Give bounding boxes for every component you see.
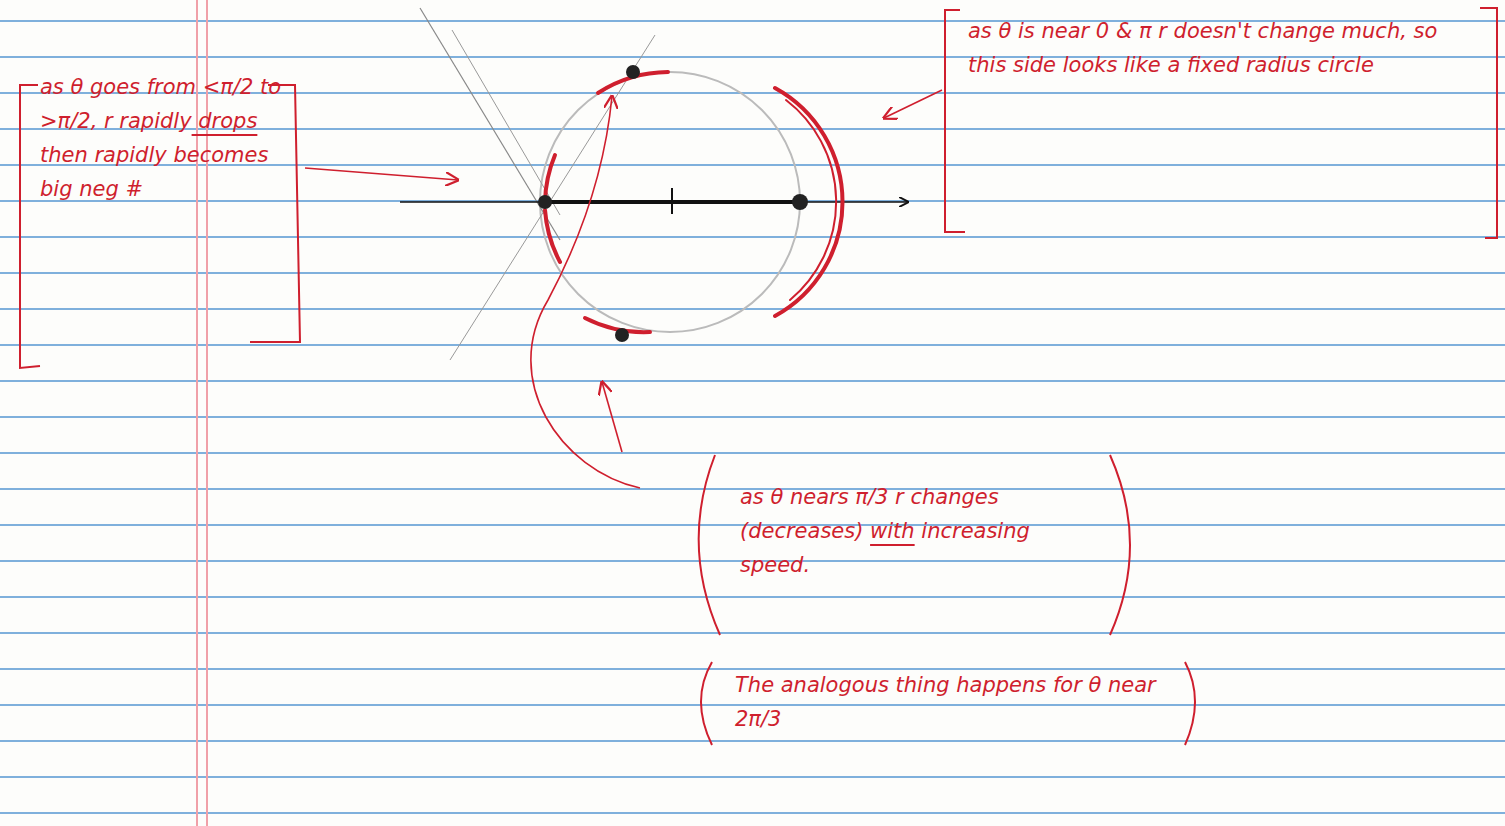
point-dot (538, 65, 808, 342)
bracket (20, 8, 1497, 745)
tangent-line (450, 35, 655, 360)
underline (870, 544, 915, 546)
tangent-line (452, 30, 560, 215)
handwritten-note: The analogous thing happens for θ near 2… (735, 668, 1175, 736)
polar-axis (400, 201, 908, 203)
tangent-line (420, 8, 560, 240)
handwritten-note: as θ is near 0 & π r doesn't change much… (968, 14, 1473, 82)
handwritten-note: as θ nears π/3 r changes (decreases) wit… (740, 480, 1100, 582)
leader-arrow (305, 90, 942, 488)
handwritten-note: as θ goes from <π/2 to >π/2, r rapidly d… (40, 70, 290, 206)
underline (192, 134, 258, 136)
underline (192, 135, 915, 545)
pencil-circle (540, 72, 800, 332)
tick-mark (671, 188, 673, 214)
